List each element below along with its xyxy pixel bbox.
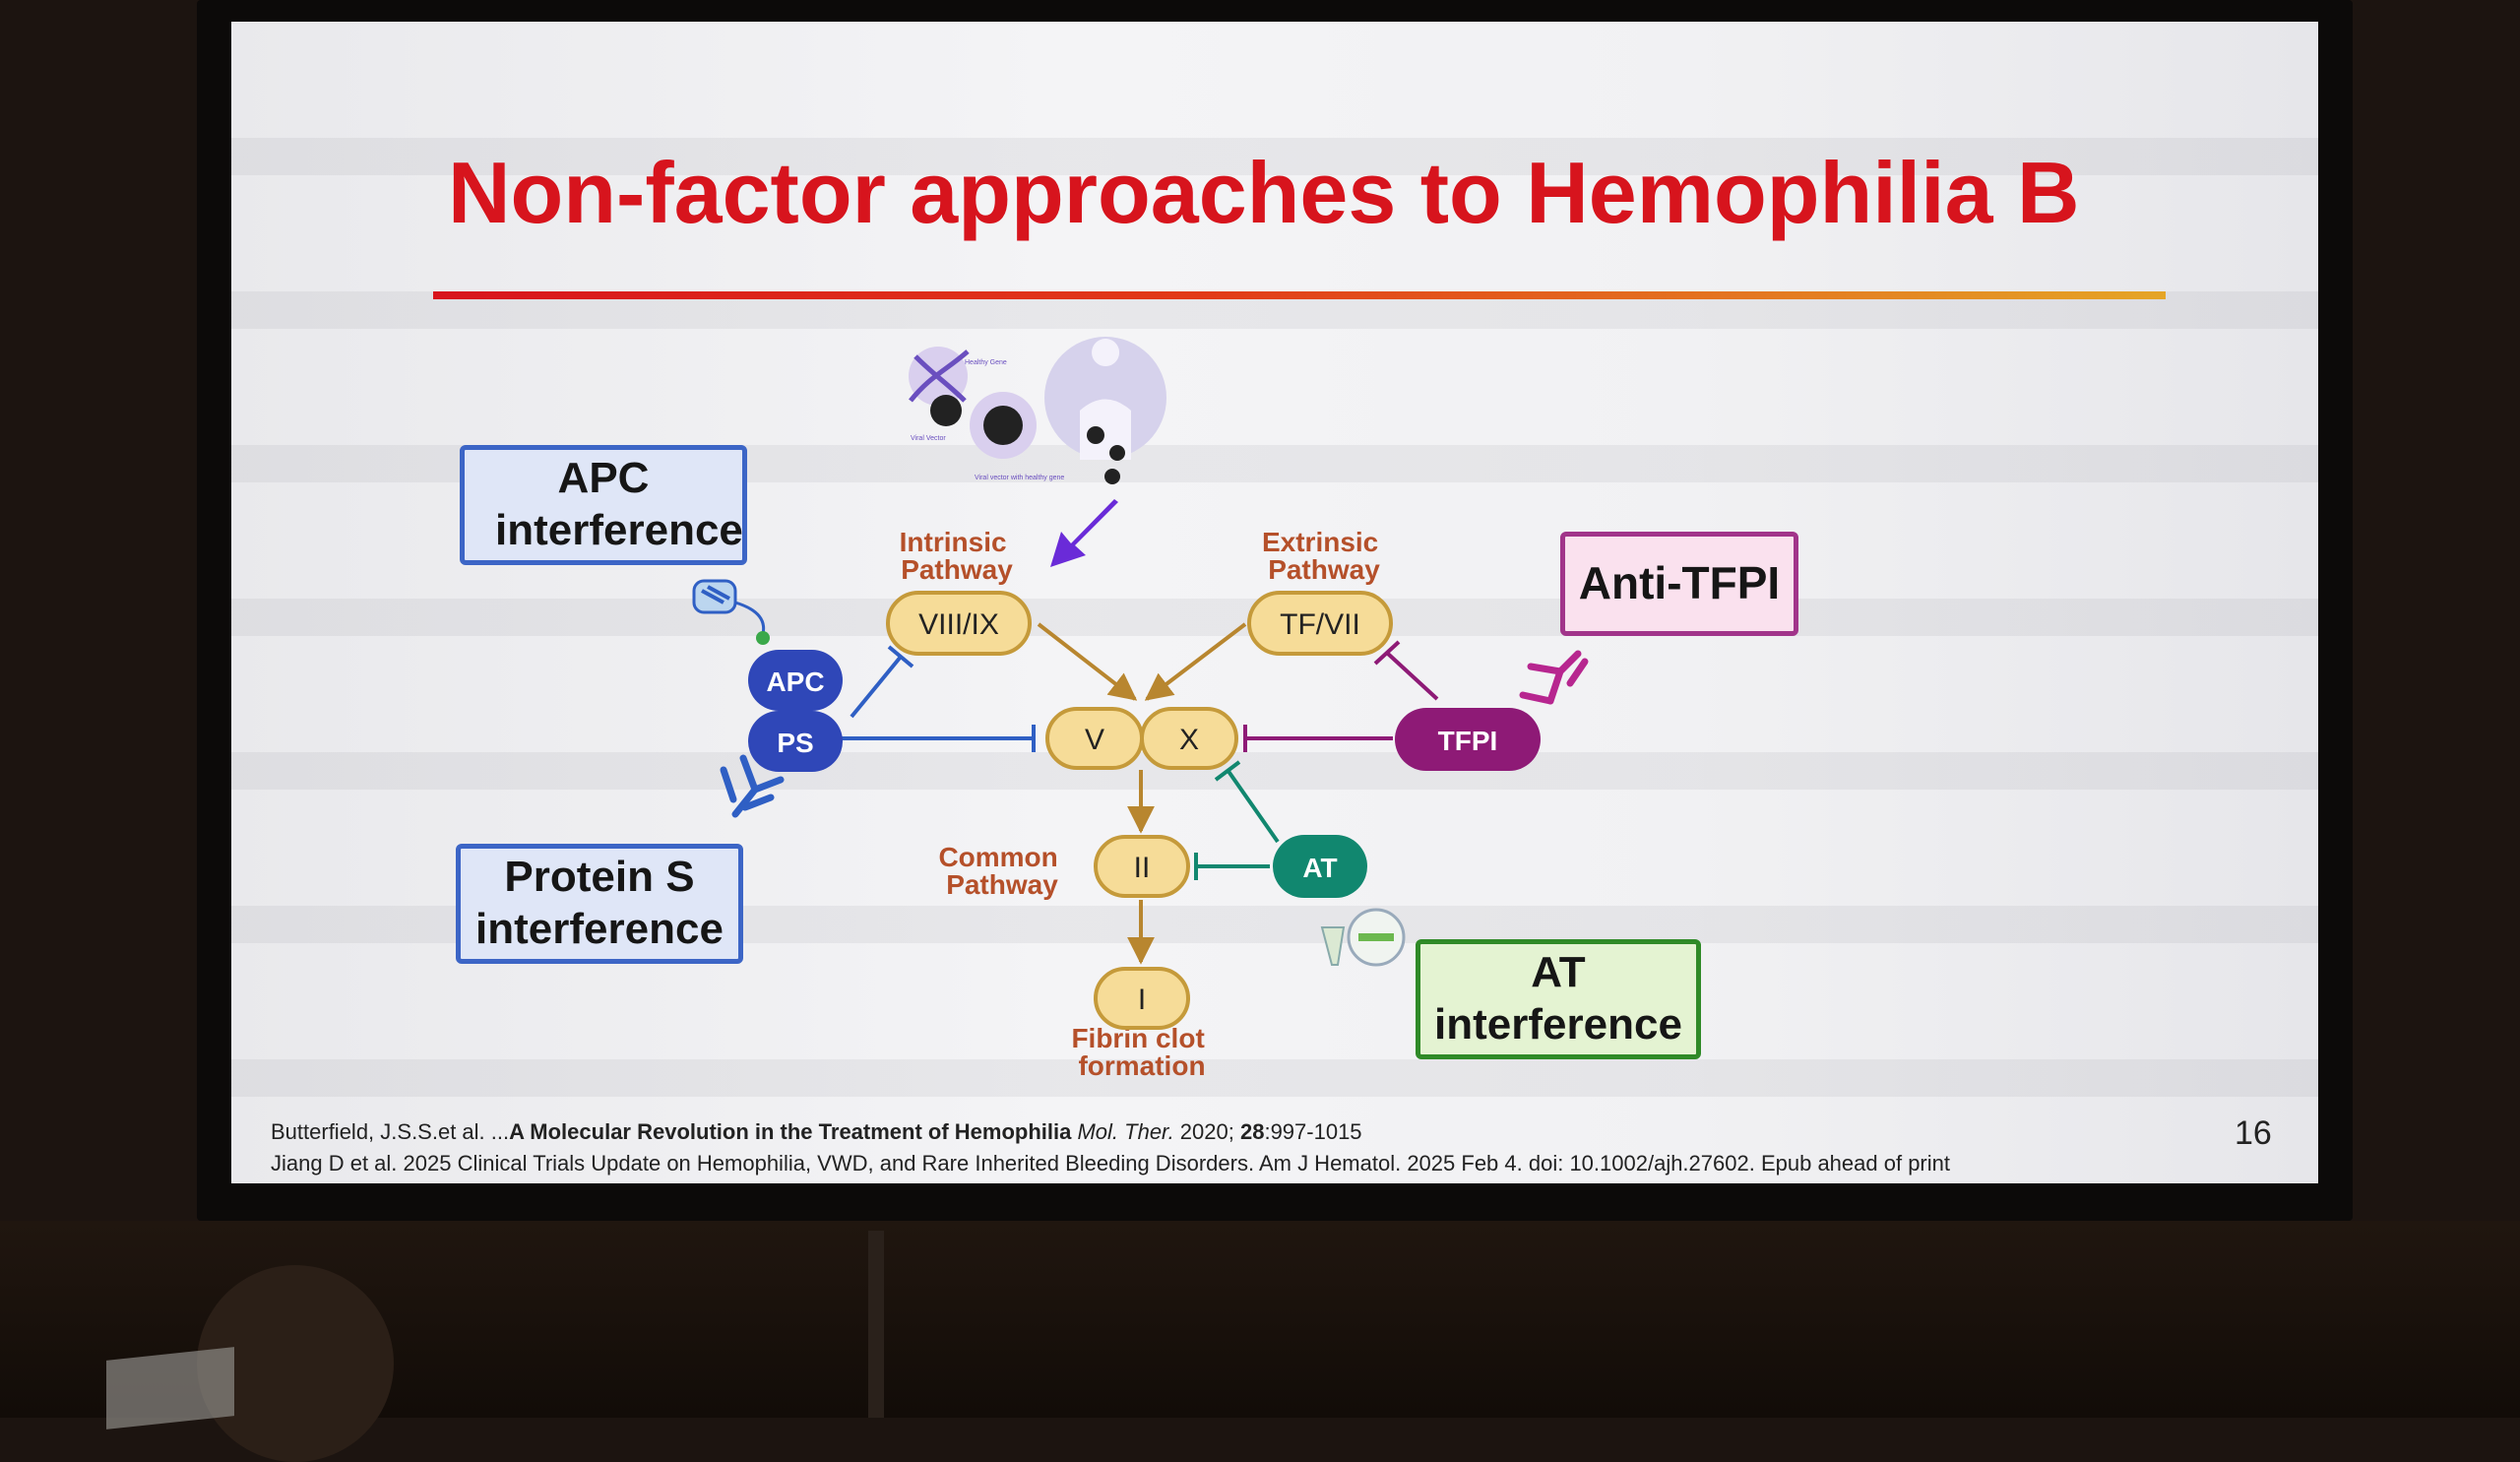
viral-vector-label: Viral Vector [911,435,946,442]
screen-stand [868,1231,884,1418]
extrinsic-pathway-label: Extrinsic Pathway [1262,527,1386,585]
apc-inhibitor-icon [692,579,770,645]
at-interference-box: AT interference [1416,939,1701,1059]
at-sirna-icon [1320,908,1406,967]
factor-x-node: X [1140,707,1238,770]
apc-interference-label: APC interference [495,454,743,554]
patient-figure-bg [1044,337,1166,459]
reference-1: Butterfield, J.S.S.et al. ...A Molecular… [271,1119,1362,1144]
inhibit-at-to-x [1226,768,1280,844]
audience-laptop [106,1347,234,1430]
slide-title: Non-factor approaches to Hemophilia B [448,144,2080,241]
at-interference-label: AT interference [1434,948,1682,1049]
inhibit-apc-to-viiiix [850,655,903,719]
factor-tf-vii-node: TF/VII [1247,591,1393,656]
apc-label: APC [766,667,824,697]
reference-2: Jiang D et al. 2025 Clinical Trials Upda… [271,1150,1950,1176]
factor-i-label: I [1138,984,1146,1016]
factor-viii-ix-node: VIII/IX [886,591,1032,656]
ps-label: PS [777,728,813,758]
inhibit-tfpi-to-tfvii-bar [1373,640,1401,666]
common-pathway-label: Common Pathway [938,842,1065,900]
title-underline [433,291,2166,299]
factor-x-label: X [1179,724,1199,756]
factor-v-label: V [1085,724,1104,756]
anti-tfpi-label: Anti-TFPI [1578,557,1781,609]
factor-v-node: V [1045,707,1144,770]
inhibit-tfpi-to-tfvii [1386,652,1439,701]
tfpi-antibody-icon [1519,650,1589,705]
protein-s-interference-label: Protein S interference [475,853,724,953]
virus-small-icon [930,395,962,426]
tfpi-node: TFPI [1395,708,1541,771]
presentation-slide: Non-factor approaches to Hemophilia B AP… [231,22,2318,1183]
gene-therapy-arrow [1050,499,1118,567]
at-node: AT [1273,835,1367,898]
factor-ii-node: II [1094,835,1190,898]
factor-i-node: I [1094,967,1190,1030]
anti-tfpi-box: Anti-TFPI [1560,532,1798,636]
arrow-viiiix-to-x [1037,622,1138,701]
dna-helix-icon [909,350,970,403]
inhibit-at-to-x-bar [1214,760,1241,782]
factor-ii-label: II [1134,852,1151,884]
inhibit-apc-to-viiiix-bar [887,645,914,668]
viral-vector-healthy-gene-label: Viral vector with healthy gene [975,475,1064,481]
arrow-tfvii-to-x [1144,622,1247,701]
fibrin-clot-label: Fibrin clot formation [1071,1023,1212,1081]
virus-in-patient-icon [1087,426,1104,444]
virus-in-patient-icon [1104,469,1120,484]
virus-in-patient-icon [1109,445,1125,461]
factor-tf-vii-label: TF/VII [1280,608,1360,641]
coagulation-diagram: Healthy Gene Viral Vector Viral vector w… [692,337,1589,1081]
factor-viii-ix-label: VIII/IX [918,608,999,641]
slide-page-number: 16 [2235,1114,2272,1152]
virus-healthy-gene-icon [983,406,1023,445]
room-floor [0,1221,2520,1418]
ps-antibody-icon [720,754,785,818]
intrinsic-pathway-label: Intrinsic Pathway [900,527,1015,585]
tfpi-label: TFPI [1438,726,1498,756]
ps-node: PS [748,711,843,772]
protein-s-interference-box: Protein S interference [456,844,743,964]
at-label: AT [1302,853,1337,883]
gene-therapy-illustration: Healthy Gene Viral Vector Viral vector w… [909,337,1166,567]
healthy-gene-label: Healthy Gene [965,359,1007,366]
references: Butterfield, J.S.S.et al. ...A Molecular… [271,1116,2141,1179]
apc-interference-box: APC interference [460,445,747,565]
apc-node: APC [748,650,843,711]
